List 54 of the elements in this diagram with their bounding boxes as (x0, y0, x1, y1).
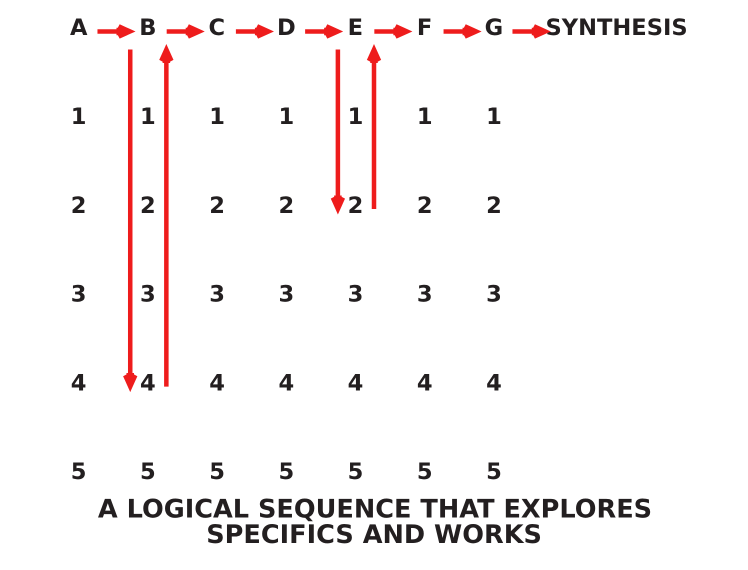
arrow (330, 50, 346, 212)
label: 5 (416, 459, 433, 486)
label: 1 (348, 104, 364, 130)
label: 1 (278, 104, 294, 130)
label: 2 (140, 192, 156, 219)
label: 3 (416, 282, 433, 308)
node-text: B (139, 15, 156, 42)
label: 3 (486, 282, 502, 308)
label: 1 (140, 104, 156, 130)
node-text: SYNTHESIS (546, 15, 688, 42)
node-text: 4 (140, 370, 156, 396)
arrow (122, 50, 138, 389)
label: 3 (278, 282, 294, 308)
arrow (97, 24, 132, 39)
label: 4 (416, 370, 433, 396)
label: 3 (209, 282, 225, 308)
label: 3 (348, 282, 364, 308)
node-text: 2 (348, 192, 364, 219)
label: 4 (70, 370, 87, 396)
arrow (444, 24, 478, 39)
node-text: E (348, 15, 364, 42)
node-text: D (276, 15, 296, 42)
label: 4 (486, 370, 502, 396)
label: 4 (348, 370, 364, 396)
label: 3 (70, 282, 87, 308)
label: 2 (416, 192, 433, 219)
arrow (512, 24, 548, 39)
caption: A LOGICAL SEQUENCE THAT EXPLORES SPECIFICS AND WORKS (98, 494, 652, 550)
arrow (366, 47, 382, 209)
label: 4 (278, 370, 294, 396)
label: 5 (209, 459, 225, 486)
node-text: C (208, 15, 226, 42)
label: 5 (140, 459, 156, 486)
label: 5 (348, 459, 364, 486)
arrow (236, 24, 271, 39)
label: 5 (278, 459, 294, 486)
node-text: G (484, 15, 504, 42)
arrow (305, 24, 340, 39)
node-text: F (416, 15, 432, 42)
label: 4 (209, 370, 225, 396)
arrow (374, 24, 410, 39)
label: 1 (416, 104, 433, 130)
label: 2 (70, 192, 87, 219)
label: 2 (209, 192, 225, 219)
label: 3 (140, 282, 156, 308)
node-text: A (70, 15, 88, 42)
label: 1 (209, 104, 225, 130)
label: 1 (70, 104, 87, 130)
label: 5 (70, 459, 87, 486)
label: 2 (278, 192, 294, 219)
label: 1 (486, 104, 502, 130)
label: 5 (486, 459, 502, 486)
arrow (159, 47, 174, 387)
label: 2 (486, 192, 502, 219)
